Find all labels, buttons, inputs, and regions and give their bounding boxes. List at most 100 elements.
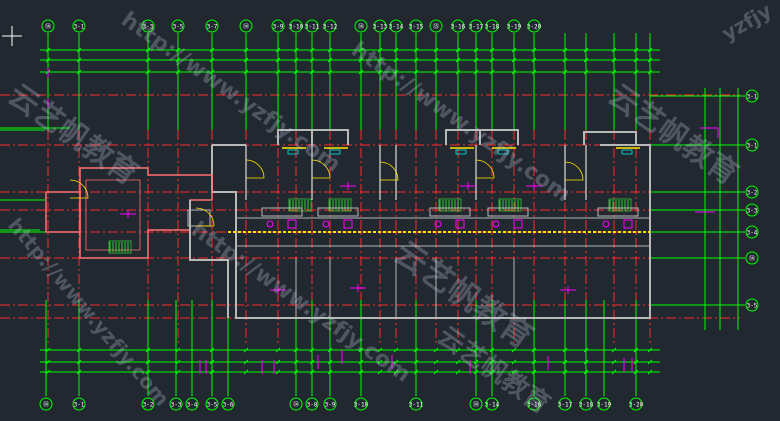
- dimension-tick: [489, 369, 495, 375]
- dimension-tick: [358, 69, 364, 75]
- dimension-tick: [275, 369, 281, 375]
- dimension-tick: [45, 47, 51, 53]
- right-axis-bubble: 3-1: [745, 138, 759, 152]
- bottom-axis-bubble: 3-11: [409, 397, 424, 411]
- dimension-tick: [647, 359, 653, 365]
- dimension-tick: [209, 57, 215, 63]
- axis-bubble-label: 3-5: [747, 303, 758, 310]
- axis-bubble-circle: [305, 397, 319, 411]
- balcony-fixture: [621, 149, 633, 155]
- stair-box: [187, 209, 211, 227]
- right-axis-bubble: ⑭: [745, 251, 759, 265]
- dimension-tick: [309, 347, 315, 353]
- green-axis-lines: [0, 33, 745, 396]
- dimension-tick: [45, 347, 51, 353]
- dimension-tick: [293, 69, 299, 75]
- dimension-tick: [413, 57, 419, 63]
- dimension-tick: [76, 347, 82, 353]
- axis-bubble-circle: [745, 251, 759, 265]
- dimension-tick: [175, 47, 181, 53]
- stair-icon: [288, 198, 312, 212]
- dimension-tick: [275, 47, 281, 53]
- axis-bubble-circle: [72, 19, 86, 33]
- axis-bubble-circle: [629, 397, 643, 411]
- axis-bubble-circle: [239, 19, 253, 33]
- axis-bubble-circle: [323, 397, 337, 411]
- bottom-axis-bubble: ⑭: [289, 397, 303, 411]
- axis-bubble-circle: [745, 298, 759, 312]
- dimension-tick: [583, 359, 589, 365]
- axis-bubble-circle: [171, 19, 185, 33]
- bottom-axis-bubble: 3-3: [169, 397, 183, 411]
- dimension-tick: [358, 369, 364, 375]
- balcony-wall: [445, 129, 519, 145]
- door-swing: [379, 161, 399, 181]
- bottom-axis-bubble: 3-8: [305, 397, 319, 411]
- dimension-tick: [531, 369, 537, 375]
- axis-bubble-label: 3-6: [223, 402, 234, 409]
- axis-bubble-circle: [527, 19, 541, 33]
- annotation-mark: [700, 127, 719, 138]
- top-axis-bubble: 3-13: [373, 19, 388, 33]
- dimension-tick: [562, 69, 568, 75]
- axis-bubble-label: 3-14: [485, 402, 500, 409]
- dimension-tick: [433, 69, 439, 75]
- dimension-tick: [511, 57, 517, 63]
- toilet-fixture: [602, 220, 610, 228]
- axis-bubble-circle: [597, 397, 611, 411]
- dimension-tick: [275, 347, 281, 353]
- top-axis-bubble: 3-18: [485, 19, 500, 33]
- axis-bubble-label: 3-10: [289, 24, 304, 31]
- dimension-tick: [455, 369, 461, 375]
- dimension-tick: [293, 369, 299, 375]
- dimension-tick: [293, 57, 299, 63]
- axis-bubble-circle: [205, 19, 219, 33]
- bottom-axis-bubble: ⑭: [39, 397, 53, 411]
- dimension-tick: [562, 359, 568, 365]
- dimension-tick: [309, 359, 315, 365]
- axis-bubble-circle: [289, 397, 303, 411]
- left-wing-wall: [45, 191, 81, 233]
- dimension-tick: [309, 369, 315, 375]
- axis-bubble-label: 3-3: [171, 402, 182, 409]
- dimension-tick: [243, 347, 249, 353]
- dimension-tick: [358, 347, 364, 353]
- stair-outline: [438, 198, 462, 212]
- top-axis-bubble: 3-5: [171, 19, 185, 33]
- axis-bubble-circle: [289, 19, 303, 33]
- dimension-tick: [583, 47, 589, 53]
- stair-icon: [608, 198, 632, 212]
- axis-bubble-circle: [451, 19, 465, 33]
- dimension-tick: [583, 369, 589, 375]
- dimension-tick: [531, 47, 537, 53]
- axis-bubble-label: 3-12: [323, 24, 338, 31]
- dimension-tick: [327, 69, 333, 75]
- dimension-tick: [377, 347, 383, 353]
- stair-outline: [498, 198, 522, 212]
- axis-bubble-label: 3-8: [307, 402, 318, 409]
- dimension-tick: [489, 47, 495, 53]
- dimension-tick: [327, 369, 333, 375]
- dimension-tick: [45, 359, 51, 365]
- axis-bubble-circle: [373, 19, 387, 33]
- axis-bubble-circle: [469, 19, 483, 33]
- dimension-tick: [393, 369, 399, 375]
- axis-bubble-label: ⑭: [43, 401, 49, 409]
- dimension-tick: [293, 359, 299, 365]
- stair-outline: [608, 198, 632, 212]
- dimension-tick: [633, 347, 639, 353]
- axis-bubble-label: 3-15: [409, 24, 424, 31]
- dimension-tick: [377, 47, 383, 53]
- dimension-tick: [243, 69, 249, 75]
- stair-icon: [328, 198, 352, 212]
- dimension-tick: [511, 347, 517, 353]
- axis-bubble-label: ⑭: [749, 255, 755, 263]
- axis-bubble-label: 3-1: [74, 402, 85, 409]
- dimension-tick: [531, 347, 537, 353]
- dimension-tick: [76, 57, 82, 63]
- toilet-fixture: [322, 220, 330, 228]
- axis-bubble-circle: [485, 397, 499, 411]
- axis-bubble-circle: [507, 19, 521, 33]
- dimension-tick: [473, 47, 479, 53]
